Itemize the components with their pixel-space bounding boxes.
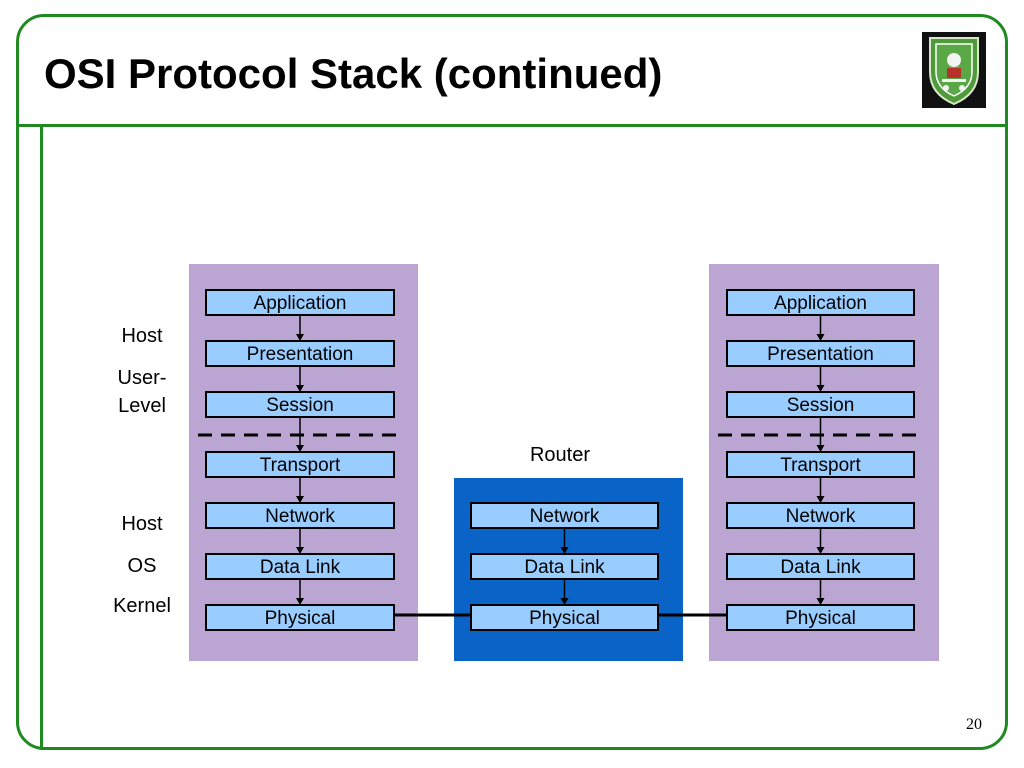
host-left-physical-label: Physical <box>265 608 336 629</box>
host-left-transport-label: Transport <box>260 455 341 476</box>
host-right-arrowhead-5 <box>816 547 825 554</box>
host-right-physical-box <box>726 604 915 631</box>
host-right-data-link-label: Data Link <box>780 557 861 578</box>
host-left-network-box <box>205 502 395 529</box>
host-right-stack: ApplicationPresentationSessionTransportN… <box>726 289 915 631</box>
host-left-session-box <box>205 391 395 418</box>
host-right-application-label: Application <box>774 293 867 314</box>
host-left-arrowhead-2 <box>296 385 304 392</box>
host-left-presentation-label: Presentation <box>247 344 354 365</box>
host-left-presentation-box <box>205 340 395 367</box>
host-right-network-box <box>726 502 915 529</box>
host-right-transport-box <box>726 451 915 478</box>
host-right-session-box <box>726 391 915 418</box>
router-physical-box <box>470 604 659 631</box>
kernel-label-line-3: Kernel <box>113 595 171 617</box>
host-right-presentation-label: Presentation <box>767 344 874 365</box>
host-left-physical-box <box>205 604 395 631</box>
host-left-arrowhead-6 <box>296 598 304 605</box>
left-divider <box>40 124 43 750</box>
host-left-data-link-label: Data Link <box>260 557 341 578</box>
user-level-label-line-3: Level <box>118 395 166 417</box>
router-arrowhead-2 <box>560 598 569 605</box>
slide-title: OSI Protocol Stack (continued) <box>44 50 663 97</box>
router-label: Router <box>529 444 591 466</box>
host-right-arrowhead-4 <box>816 496 825 503</box>
title-divider <box>16 124 1008 127</box>
host-left-network-label: Network <box>265 506 335 527</box>
host-left-data-link-box <box>205 553 395 580</box>
host-left-stack: ApplicationPresentationSessionTransportN… <box>205 289 395 631</box>
host-left-transport-box <box>205 451 395 478</box>
router-physical-label: Physical <box>529 608 600 629</box>
router-network-label: Network <box>530 506 600 527</box>
host-right-arrowhead-2 <box>816 385 825 392</box>
kernel-label-line-1: Host <box>121 513 163 535</box>
host-right-network-label: Network <box>786 506 856 527</box>
host-right-arrowhead-6 <box>816 598 825 605</box>
host-right-arrowhead-1 <box>816 334 825 341</box>
user-level-label-line-1: Host <box>121 325 163 347</box>
host-left-arrowhead-4 <box>296 496 304 503</box>
slide-frame <box>16 14 1008 750</box>
host-left-application-label: Application <box>254 293 347 314</box>
page-number: 20 <box>966 716 982 733</box>
host-right-transport-label: Transport <box>780 455 861 476</box>
host-left-arrowhead-3 <box>296 445 304 452</box>
host-right-arrowhead-3 <box>816 445 825 452</box>
router-arrowhead-1 <box>560 547 569 554</box>
host-left-arrowhead-1 <box>296 334 304 341</box>
kernel-label-line-2: OS <box>127 555 157 577</box>
host-left-session-label: Session <box>266 395 334 416</box>
host-right-session-label: Session <box>787 395 855 416</box>
host-right-physical-label: Physical <box>785 608 856 629</box>
router-data-link-label: Data Link <box>524 557 605 578</box>
host-left-arrowhead-5 <box>296 547 304 554</box>
university-seal-icon <box>922 32 986 108</box>
user-level-label-line-2: User- <box>117 367 167 389</box>
